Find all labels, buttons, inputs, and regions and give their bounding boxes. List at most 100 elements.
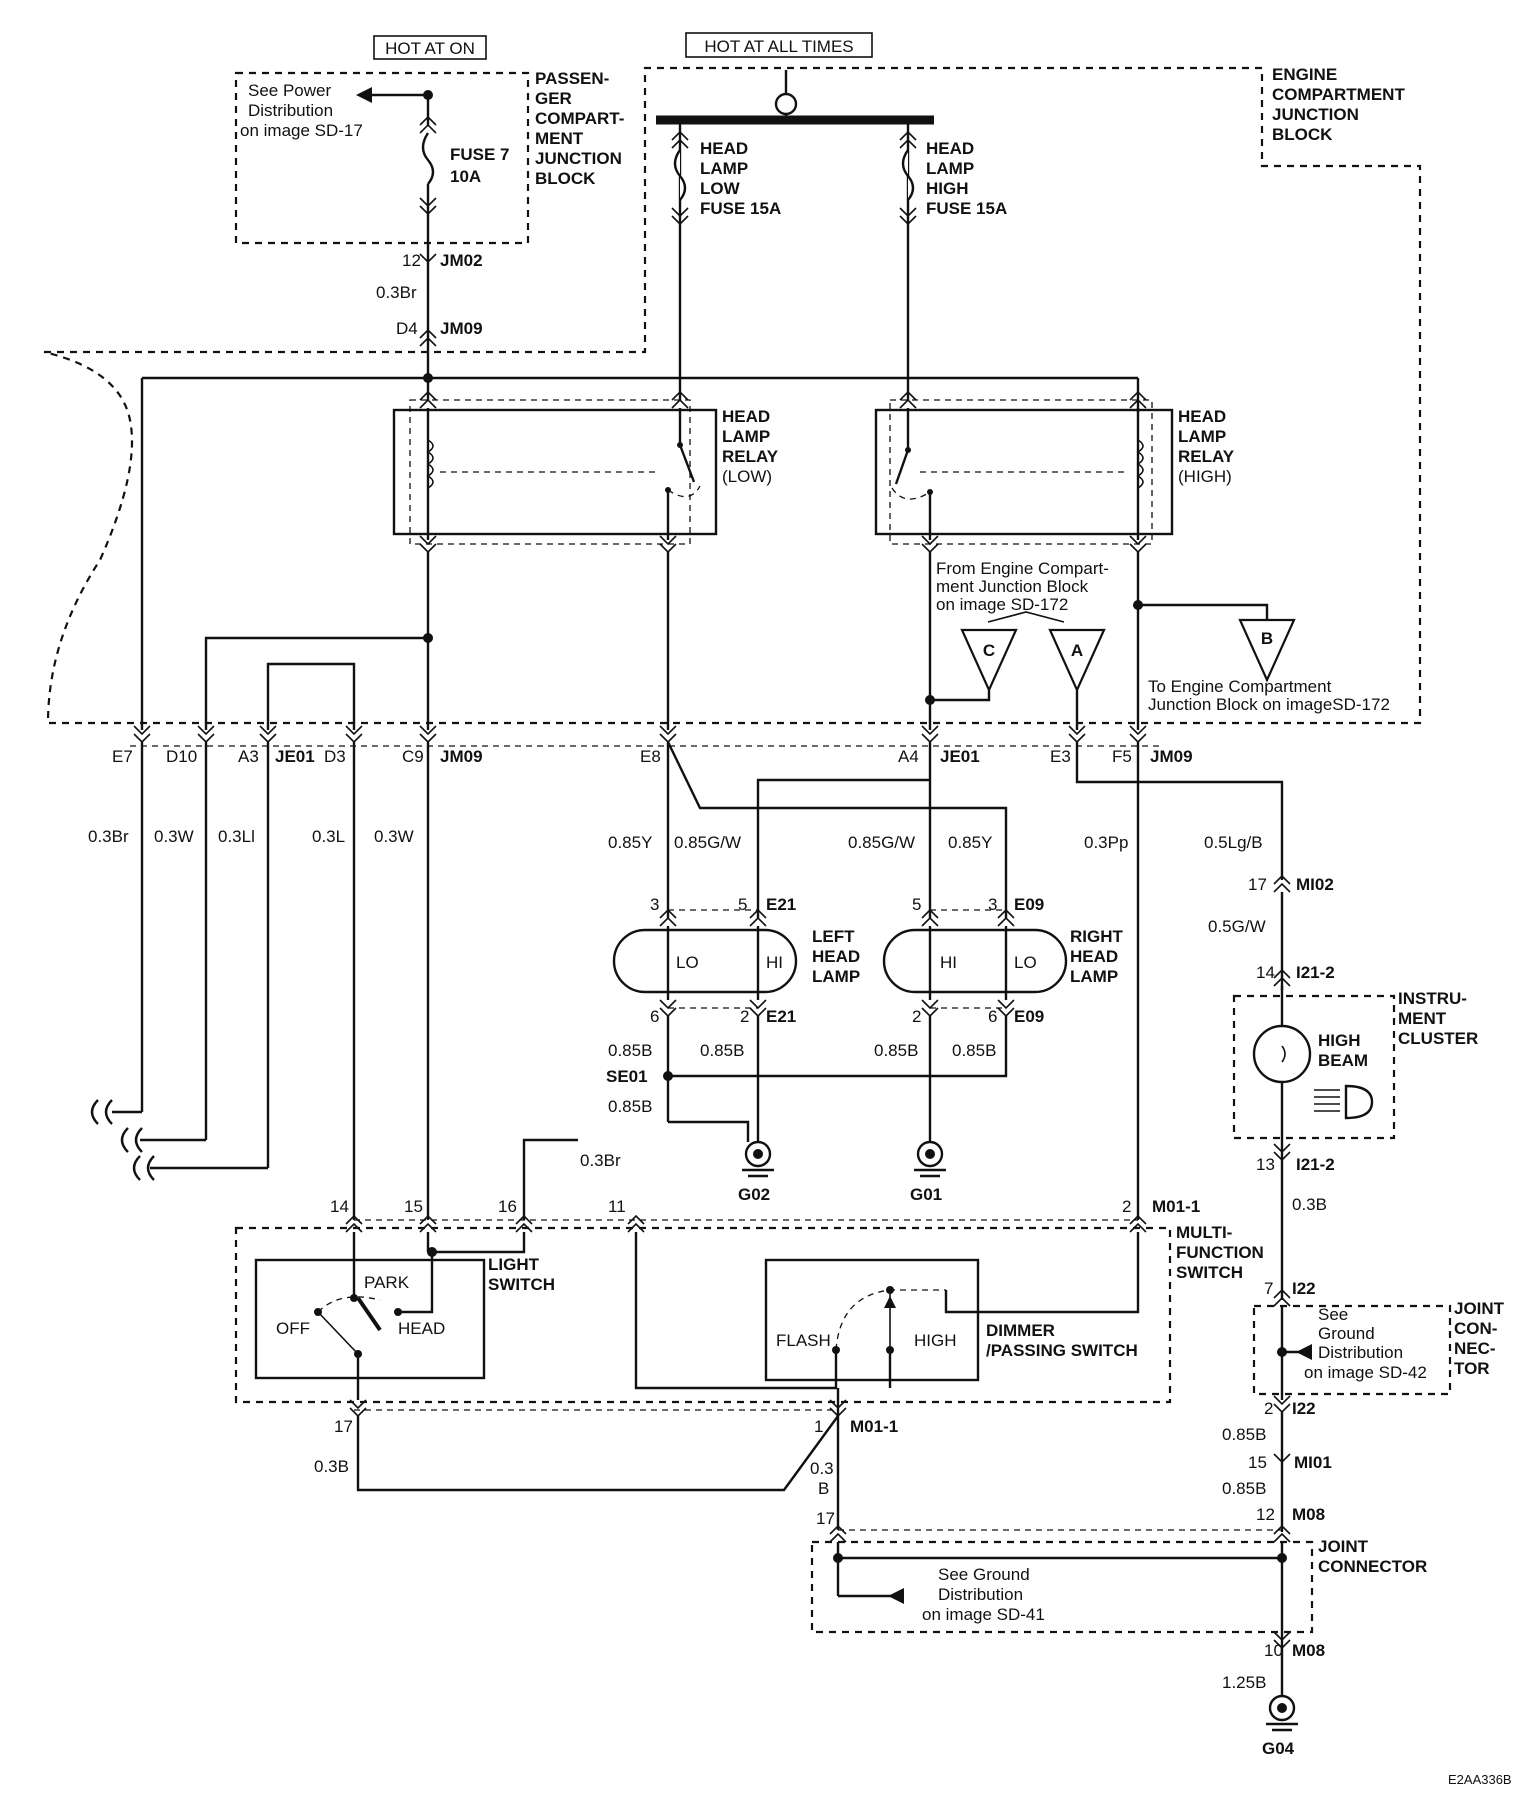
relay-low-switch-arm	[678, 444, 696, 483]
g04-ground-icon	[1266, 1694, 1298, 1732]
light-switch-ground	[356, 1415, 839, 1492]
relay-high-coil	[1136, 439, 1144, 489]
relay-high-conn-2	[1129, 390, 1147, 409]
right-pin-3: 3	[988, 895, 997, 914]
svg-text:From Engine Compart-: From Engine Compart-	[936, 559, 1109, 578]
triangle-b-label: B	[1261, 629, 1273, 648]
passenger-junction-block	[234, 71, 530, 245]
junction-dot	[423, 373, 433, 383]
g01-label: G01	[910, 1185, 942, 1204]
fuse7-label: FUSE 7	[450, 145, 510, 164]
relay-high-outline	[889, 399, 1153, 545]
left-lamp-conn-b	[749, 908, 767, 927]
svg-text:BLOCK: BLOCK	[1272, 125, 1333, 144]
dimmer-passing-switch	[764, 1258, 980, 1382]
m08-conn-12	[1273, 1524, 1291, 1543]
svg-text:HEAD: HEAD	[722, 407, 770, 426]
i21-top-label: I21-2	[1296, 963, 1335, 982]
svg-text:on image SD-42: on image SD-42	[1304, 1363, 1427, 1382]
low-fuse-top	[671, 130, 689, 149]
svg-text:CLUSTER: CLUSTER	[1398, 1029, 1478, 1048]
wire-03br-switch: 0.3Br	[580, 1151, 621, 1170]
svg-text:JOINT: JOINT	[1318, 1537, 1369, 1556]
i22-top-connector	[1273, 1288, 1291, 1307]
svg-text:NEC-: NEC-	[1454, 1339, 1496, 1358]
wire-w4: 0.3L	[312, 827, 345, 846]
cont-e7	[90, 1099, 142, 1125]
wire-w2: 0.3W	[154, 827, 194, 846]
pin-e7: E7	[112, 747, 133, 766]
svg-text:FUSE 15A: FUSE 15A	[926, 199, 1007, 218]
wire-03b-cluster: 0.3B	[1292, 1195, 1327, 1214]
svg-text:LAMP: LAMP	[700, 159, 748, 178]
left-e21-bot: E21	[766, 1007, 796, 1026]
svg-text:DIMMER: DIMMER	[986, 1321, 1055, 1340]
svg-text:MENT: MENT	[535, 129, 584, 148]
fuse7-rating: 10A	[450, 167, 481, 186]
right-pin-2: 2	[912, 1007, 921, 1026]
switch-pin-14: 14	[330, 1197, 349, 1216]
i22-top-pin: 7	[1264, 1279, 1273, 1298]
svg-text:HEAD: HEAD	[812, 947, 860, 966]
engine-block-label: ENGINE COMPARTMENT JUNCTION BLOCK	[1272, 65, 1405, 144]
wire-w7: 0.85G/W	[674, 833, 741, 852]
svg-text:GER: GER	[535, 89, 572, 108]
fuse7-symbol	[421, 132, 435, 185]
se01-label: SE01	[606, 1067, 648, 1086]
svg-text:LAMP: LAMP	[1070, 967, 1118, 986]
light-switch-arc	[317, 1296, 381, 1313]
switch-pin-15: 15	[404, 1197, 423, 1216]
mi01-connector	[1273, 1453, 1291, 1464]
jm02-pin: 12	[402, 251, 421, 270]
right-e09-bot: E09	[1014, 1007, 1044, 1026]
g02-label: G02	[738, 1185, 770, 1204]
right-head-lamp	[882, 928, 1068, 994]
instrument-cluster	[1232, 994, 1396, 1140]
see-power-1: See Power	[248, 81, 331, 100]
left-lamp-conn-a	[659, 908, 677, 927]
high-fuse-symbol	[901, 149, 915, 201]
switch-pin-2: 2	[1122, 1197, 1131, 1216]
relay-low-conn-1	[419, 390, 437, 409]
engine-junction-block	[43, 66, 1422, 725]
svg-text:TOR: TOR	[1454, 1359, 1490, 1378]
junction-dot	[833, 1553, 843, 1563]
high-beam-1: HIGH	[1318, 1031, 1361, 1050]
joint-connector-bottom-label: JOINT CONNECTOR	[1318, 1537, 1427, 1576]
left-e21-top: E21	[766, 895, 796, 914]
svg-text:To Engine Compartment: To Engine Compartment	[1148, 677, 1332, 696]
from-engine-bracket	[987, 611, 1065, 623]
b-link	[1138, 603, 1269, 620]
relay-high-conn-1	[899, 390, 917, 409]
m08-bot-connector	[1273, 1631, 1291, 1650]
switch-pin-11: 11	[608, 1197, 626, 1216]
dimmer-arc	[835, 1289, 946, 1351]
svg-text:MULTI-: MULTI-	[1176, 1223, 1232, 1242]
head-contact	[394, 1308, 402, 1316]
jm09-connector	[419, 328, 437, 347]
hot-at-on-box	[373, 35, 487, 60]
fuse7-top-connector	[419, 115, 437, 134]
switch-bot-m01: M01-1	[850, 1417, 898, 1436]
figure-code: E2AA336B	[1448, 1772, 1512, 1787]
g02-ground-icon	[742, 1140, 774, 1178]
connector-row-arrows	[133, 725, 1147, 744]
left-pin-3: 3	[650, 895, 659, 914]
mi02-label: MI02	[1296, 875, 1334, 894]
jm09-pin: D4	[396, 319, 418, 338]
svg-text:Junction Block on imageSD-172: Junction Block on imageSD-172	[1148, 695, 1390, 714]
light-park: PARK	[364, 1273, 410, 1292]
relay-high-switch-arm	[894, 449, 910, 485]
svg-text:on image SD-41: on image SD-41	[922, 1605, 1045, 1624]
switch-pin-m01: M01-1	[1152, 1197, 1200, 1216]
from-engine-label: From Engine Compart- ment Junction Block…	[936, 559, 1109, 614]
mi02-pin: 17	[1248, 875, 1267, 894]
joint-connector-bottom	[810, 1540, 1314, 1634]
mi01-pin: 15	[1248, 1453, 1267, 1472]
left-lo: LO	[676, 953, 699, 972]
g-wire-5: 0.85B	[608, 1097, 652, 1116]
svg-text:HEAD: HEAD	[926, 139, 974, 158]
wire-03b-2a: 0.3	[810, 1459, 834, 1478]
m08-bot-pin: 10	[1264, 1641, 1283, 1660]
svg-text:See: See	[1318, 1305, 1348, 1324]
